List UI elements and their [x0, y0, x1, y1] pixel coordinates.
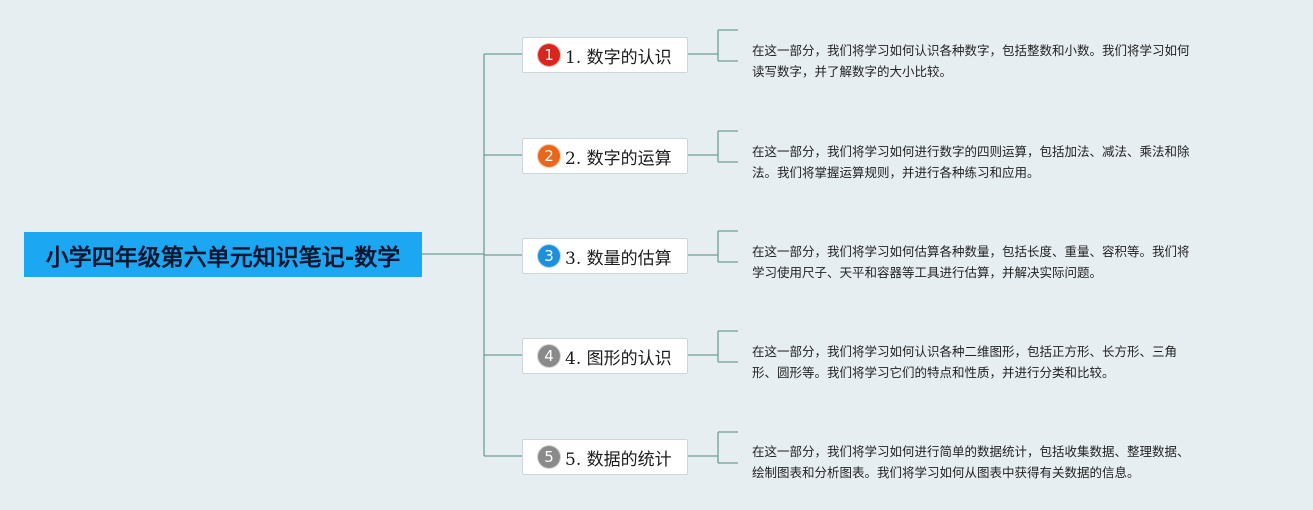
description-shape-recognition[interactable]: 在这一部分，我们将学习如何认识各种二维图形，包括正方形、长方形、三角 形、圆形等…: [752, 341, 1252, 383]
priority-2-icon: 2: [537, 144, 561, 168]
topic-number-operations[interactable]: 2 2. 数字的运算: [522, 138, 688, 174]
topic-label: 5. 数据的统计: [565, 449, 672, 470]
bracket-connector-1: [688, 29, 738, 62]
description-line: 在这一部分，我们将学习如何进行简单的数据统计，包括收集数据、整理数据、: [752, 444, 1190, 459]
bracket-connector-4: [688, 330, 738, 363]
description-line: 学习使用尺子、天平和容器等工具进行估算，并解决实际问题。: [752, 265, 1103, 280]
topic-quantity-estimation[interactable]: 3 3. 数量的估算: [522, 238, 688, 274]
description-line: 在这一部分，我们将学习如何进行数字的四则运算，包括加法、减法、乘法和除: [752, 144, 1190, 159]
description-line: 在这一部分，我们将学习如何认识各种二维图形，包括正方形、长方形、三角: [752, 344, 1178, 359]
priority-1-icon: 1: [537, 43, 561, 67]
description-number-operations[interactable]: 在这一部分，我们将学习如何进行数字的四则运算，包括加法、减法、乘法和除 法。我们…: [752, 141, 1252, 183]
root-topic-label: 小学四年级第六单元知识笔记-数学: [45, 244, 401, 271]
topic-number-recognition[interactable]: 1 1. 数字的认识: [522, 37, 688, 73]
topic-label: 4. 图形的认识: [565, 348, 672, 369]
description-line: 在这一部分，我们将学习如何认识各种数字，包括整数和小数。我们将学习如何: [752, 43, 1190, 58]
bracket-connector-3: [688, 230, 738, 263]
description-number-recognition[interactable]: 在这一部分，我们将学习如何认识各种数字，包括整数和小数。我们将学习如何 读写数字…: [752, 40, 1252, 82]
root-topic[interactable]: 小学四年级第六单元知识笔记-数学: [24, 232, 422, 277]
description-line: 绘制图表和分析图表。我们将学习如何从图表中获得有关数据的信息。: [752, 465, 1140, 480]
description-line: 法。我们将掌握运算规则，并进行各种练习和应用。: [752, 165, 1040, 180]
priority-4-icon: 4: [537, 344, 561, 368]
priority-5-icon: 5: [537, 445, 561, 469]
bracket-connector-2: [688, 130, 738, 163]
description-quantity-estimation[interactable]: 在这一部分，我们将学习如何估算各种数量，包括长度、重量、容积等。我们将 学习使用…: [752, 241, 1252, 283]
topic-label: 1. 数字的认识: [565, 47, 672, 68]
topic-shape-recognition[interactable]: 4 4. 图形的认识: [522, 338, 688, 374]
description-line: 在这一部分，我们将学习如何估算各种数量，包括长度、重量、容积等。我们将: [752, 244, 1190, 259]
description-line: 读写数字，并了解数字的大小比较。: [752, 64, 953, 79]
priority-3-icon: 3: [537, 244, 561, 268]
description-data-statistics[interactable]: 在这一部分，我们将学习如何进行简单的数据统计，包括收集数据、整理数据、 绘制图表…: [752, 441, 1252, 483]
topic-label: 2. 数字的运算: [565, 148, 672, 169]
topic-data-statistics[interactable]: 5 5. 数据的统计: [522, 439, 688, 475]
topic-label: 3. 数量的估算: [565, 248, 672, 269]
bracket-connector-5: [688, 431, 738, 464]
description-line: 形、圆形等。我们将学习它们的特点和性质，并进行分类和比较。: [752, 365, 1115, 380]
